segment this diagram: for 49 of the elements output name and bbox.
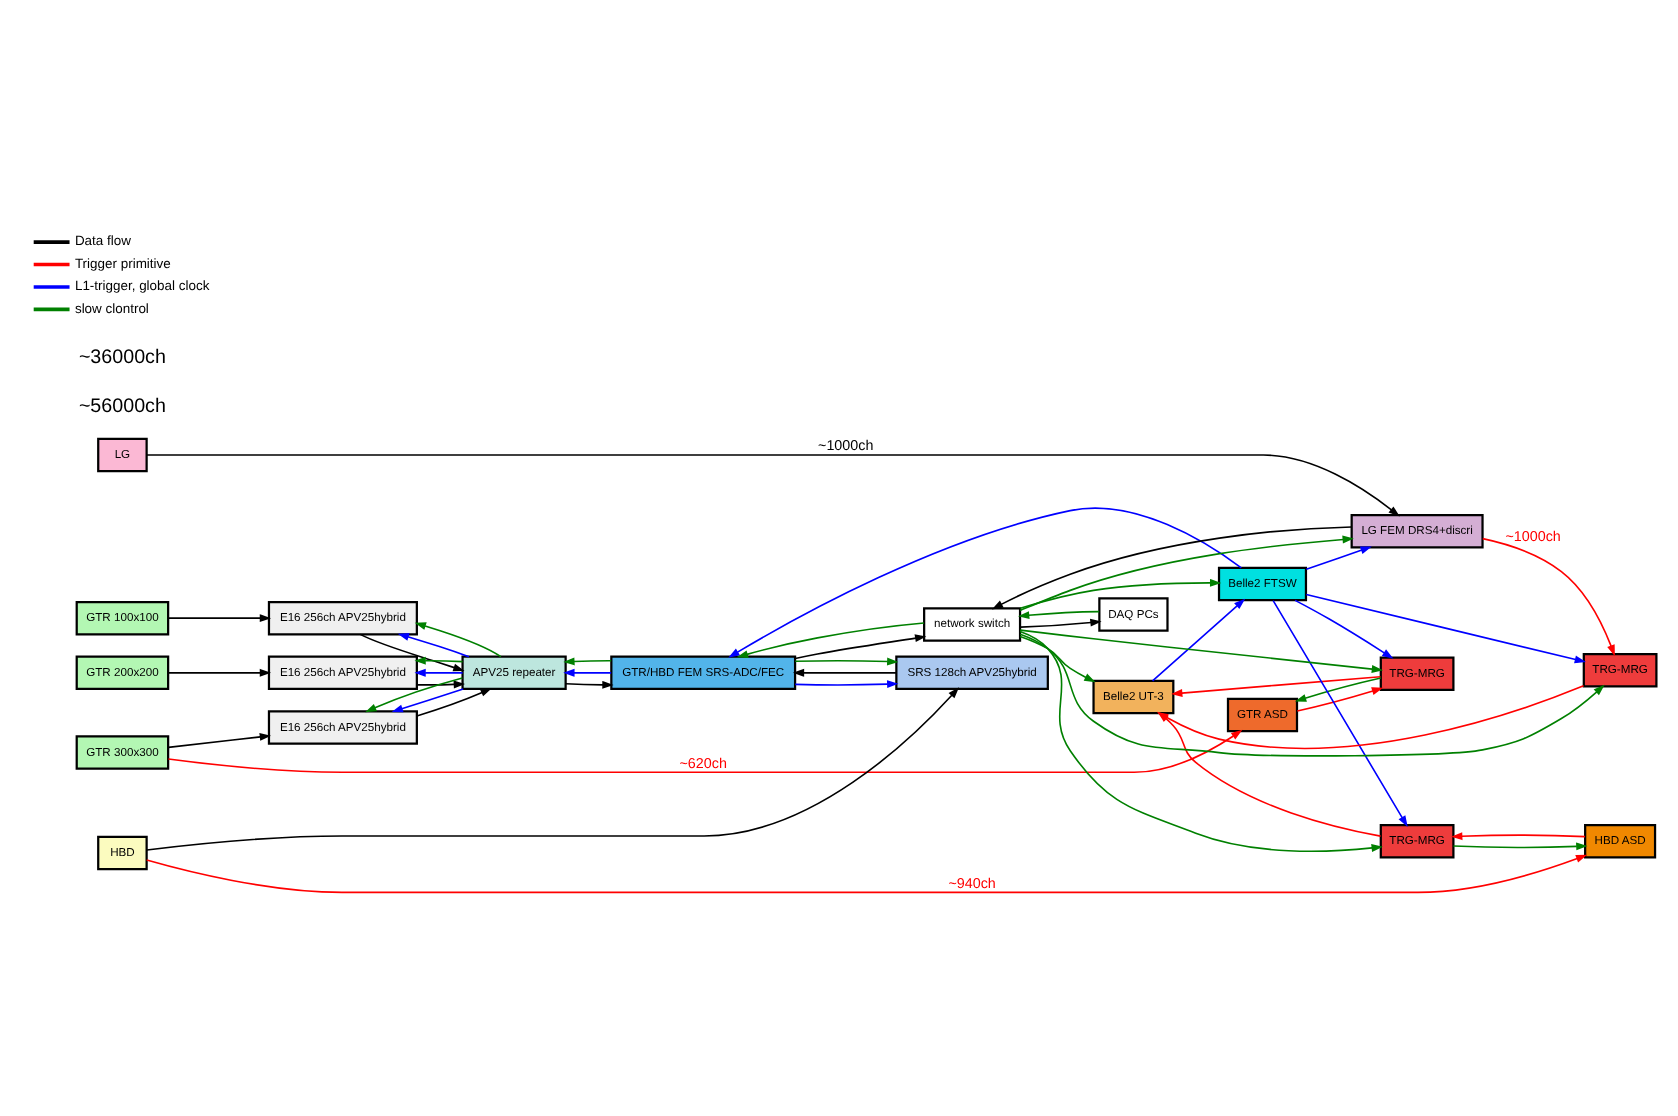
arrow: [794, 633, 927, 659]
arrow: [391, 687, 464, 712]
arrow: [1151, 597, 1246, 681]
arrow: [167, 728, 1243, 773]
arrow: [1019, 617, 1102, 627]
arrow: [563, 656, 612, 665]
arrow: [728, 506, 1243, 657]
arrow: [794, 656, 899, 665]
arrow: [1019, 629, 1383, 852]
arrow: [794, 679, 899, 688]
arrow: [1294, 676, 1382, 701]
arrow: [167, 732, 272, 748]
label: ~36000ch: [78, 346, 166, 369]
arrow: [414, 655, 464, 664]
arrow: [145, 853, 1588, 893]
arrow: [416, 679, 465, 688]
arrow: [1305, 592, 1586, 663]
arrow: [414, 667, 464, 676]
arrow: [1451, 831, 1586, 840]
arrow: [1481, 536, 1615, 656]
arrow: [1019, 634, 1096, 682]
arrow: [1157, 684, 1585, 748]
arrow: [145, 453, 1400, 516]
arrow: [416, 687, 492, 716]
arrow: [1452, 841, 1588, 850]
arrow: [1296, 686, 1384, 711]
arrow: [1157, 710, 1382, 836]
arrow: [365, 676, 464, 712]
arrow: [167, 667, 272, 676]
arrow: [1294, 598, 1394, 658]
arrow: [1019, 628, 1384, 672]
arrow: [146, 686, 960, 850]
arrow: [359, 632, 465, 671]
arrow: [414, 621, 502, 657]
arrow: [1305, 545, 1372, 570]
arrow: [167, 613, 272, 622]
arrow: [792, 667, 897, 676]
arrow: [563, 667, 612, 676]
arrow: [991, 525, 1353, 609]
arrow: [1019, 534, 1354, 611]
arrow: [1019, 577, 1222, 609]
arrow: [1272, 598, 1408, 827]
arrow: [1018, 609, 1100, 619]
arrow: [1019, 632, 1605, 756]
arrow: [736, 621, 925, 657]
arrow: [1171, 674, 1382, 696]
arrow: [397, 632, 470, 657]
label: ~56000ch: [78, 394, 166, 417]
arrow: [564, 679, 614, 688]
